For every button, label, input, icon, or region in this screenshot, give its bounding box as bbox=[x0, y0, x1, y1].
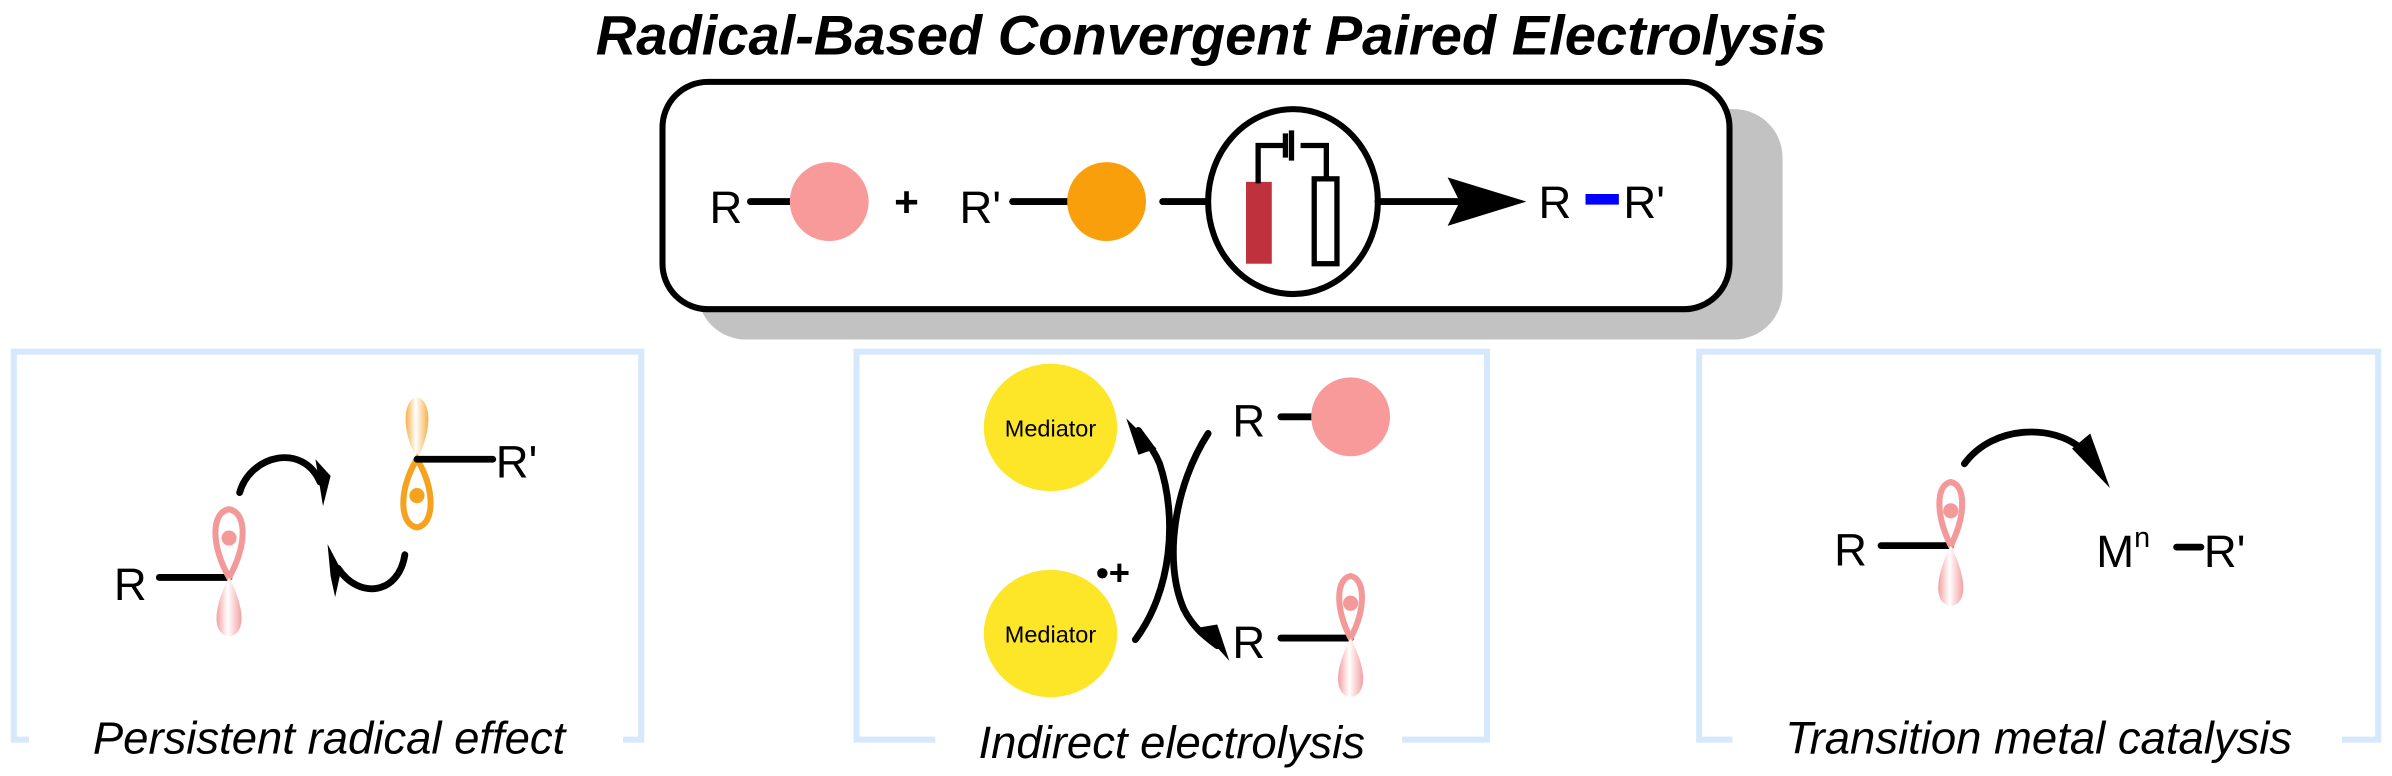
p-orbital-lobe bbox=[1338, 638, 1364, 698]
product-right-label: R' bbox=[1623, 177, 1665, 228]
fishhook-arrow bbox=[1961, 428, 2085, 468]
p-orbital-lobe-orange bbox=[405, 397, 429, 460]
fishhook-arrow-bottom bbox=[334, 551, 409, 593]
fishhook-arrow-head bbox=[2072, 433, 2110, 489]
regeneration-arrow bbox=[1131, 427, 1173, 644]
unpaired-electron-dot bbox=[1943, 503, 1959, 519]
r-label: R bbox=[1232, 396, 1265, 447]
panel-transition-metal: R Mn R' Transition metal catalysis bbox=[1696, 348, 2382, 773]
scheme-box: R + R' R R' bbox=[659, 78, 1783, 340]
r-label: R bbox=[114, 559, 147, 610]
arrow-head bbox=[1199, 624, 1230, 661]
fishhook-arrow-top bbox=[236, 454, 324, 496]
plus-sign: + bbox=[894, 179, 919, 226]
mediator-radical-cation-circle bbox=[983, 569, 1118, 698]
panel-caption: Transition metal catalysis bbox=[1785, 712, 2292, 763]
leaving-group-pink bbox=[789, 162, 869, 241]
panel-caption: Persistent radical effect bbox=[93, 712, 568, 763]
panel-persistent-radical: R R' Persistent radical effect bbox=[10, 348, 645, 767]
panel-frame bbox=[1696, 348, 2382, 743]
fishhook-arrow-head bbox=[327, 544, 342, 598]
figure-title: Radical-Based Convergent Paired Electrol… bbox=[596, 4, 1827, 67]
unpaired-electron-dot bbox=[1343, 595, 1359, 611]
cathode-icon bbox=[1311, 176, 1340, 267]
anode-icon bbox=[1246, 181, 1272, 264]
r-label: R bbox=[1232, 617, 1265, 668]
mediator-label: Mediator bbox=[1005, 415, 1097, 441]
metal-symbol: M bbox=[2096, 526, 2134, 577]
reactant1-label: R bbox=[709, 182, 742, 233]
r-label: R bbox=[1834, 524, 1867, 575]
unpaired-electron-dot bbox=[221, 530, 237, 546]
reaction-arrow-head bbox=[1447, 177, 1527, 226]
product-left-label: R bbox=[1539, 177, 1572, 228]
fishhook-arrow-head bbox=[315, 459, 331, 507]
radical-cation-symbol: •+ bbox=[1096, 552, 1130, 593]
oxidation-arrow bbox=[1169, 430, 1221, 650]
r-prime-label: R' bbox=[496, 436, 538, 487]
panel-frame bbox=[853, 348, 1491, 743]
r-prime-label: R' bbox=[2204, 526, 2246, 577]
leaving-group-pink bbox=[1311, 377, 1390, 457]
box-frame bbox=[659, 78, 1733, 313]
panel-frame bbox=[10, 348, 645, 743]
new-bond-highlight bbox=[1585, 194, 1619, 205]
arrow-head bbox=[1126, 418, 1157, 455]
leaving-group-orange bbox=[1067, 162, 1146, 241]
electrolysis-cell-icon bbox=[1205, 106, 1381, 298]
metal-oxidation-state: n bbox=[2134, 522, 2150, 554]
mediator-label: Mediator bbox=[1005, 622, 1097, 648]
panel-indirect-electrolysis: Mediator Mediator •+ R R Indirect electr… bbox=[853, 348, 1491, 773]
metal-label: Mn bbox=[2096, 522, 2150, 577]
panel-caption: Indirect electrolysis bbox=[978, 717, 1365, 768]
reactant2-label: R' bbox=[960, 182, 1002, 233]
power-source-icon bbox=[1255, 130, 1329, 184]
p-orbital-lobe bbox=[1938, 545, 1964, 607]
mediator-circle bbox=[983, 363, 1118, 492]
p-orbital-lobe bbox=[216, 577, 242, 637]
unpaired-electron-dot bbox=[409, 488, 425, 504]
